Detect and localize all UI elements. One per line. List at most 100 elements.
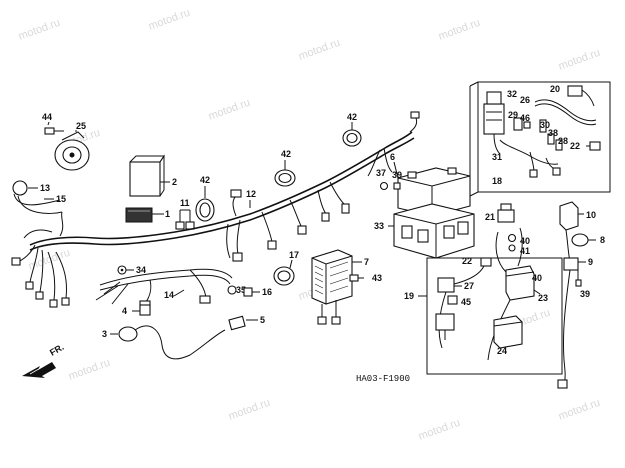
- callout-16: 16: [262, 287, 272, 297]
- fuse-22-upper: [586, 141, 601, 151]
- callout-44: 44: [42, 112, 52, 122]
- connector-5: [228, 315, 246, 331]
- direction-label: FR.: [48, 342, 66, 358]
- callout-30: 30: [540, 120, 550, 130]
- connector-27: [437, 265, 485, 349]
- fuse-38: [547, 133, 555, 145]
- switch-3: [118, 325, 226, 360]
- callout-5: 5: [260, 315, 265, 325]
- callout-46: 46: [520, 113, 530, 123]
- watermark: motod.ru: [207, 97, 252, 123]
- callout-13: 13: [40, 183, 50, 193]
- grommet-45: [447, 295, 458, 305]
- callout-24: 24: [497, 346, 507, 356]
- callout-15: 15: [56, 194, 66, 204]
- clamp-42-left: [195, 198, 215, 222]
- washer-40-upper: [507, 233, 517, 243]
- sub-harness-14: [95, 268, 233, 309]
- callout-42c: 42: [347, 112, 357, 122]
- relay-cover-24: [493, 315, 523, 349]
- bolt-46: [523, 121, 531, 129]
- horn-bolt: [44, 127, 64, 135]
- watermark: motod.ru: [297, 37, 342, 63]
- callout-37: 37: [376, 168, 386, 178]
- module-1: [125, 207, 153, 223]
- callout-9: 9: [588, 257, 593, 267]
- relay-21: [497, 203, 515, 223]
- callout-22a: 22: [570, 141, 580, 151]
- callout-6: 6: [390, 152, 395, 162]
- diagram-code: HA03-F1900: [356, 374, 410, 384]
- horn: [54, 131, 90, 171]
- battery-6: [397, 167, 471, 217]
- callout-39b: 39: [580, 289, 590, 299]
- box-19: [426, 257, 563, 375]
- callout-26: 26: [520, 95, 530, 105]
- watermark: motod.ru: [557, 47, 602, 73]
- callout-7: 7: [364, 257, 369, 267]
- washer-41: [508, 244, 516, 252]
- callout-35: 35: [236, 285, 246, 295]
- sensor-bracket: [557, 201, 589, 389]
- bolt-43: [349, 274, 364, 282]
- clamp-42-center: [274, 169, 296, 187]
- callout-20: 20: [550, 84, 560, 94]
- callout-42a: 42: [200, 175, 210, 185]
- callout-45: 45: [461, 297, 471, 307]
- watermark: motod.ru: [557, 397, 602, 423]
- connectors-11: [175, 209, 195, 230]
- callout-21: 21: [485, 212, 495, 222]
- main-wire-harness: [11, 111, 420, 308]
- callout-25: 25: [76, 121, 86, 131]
- callout-40b: 40: [532, 273, 542, 283]
- relay-cover-small: [435, 313, 455, 340]
- relay-box-2: [129, 154, 165, 197]
- watermark-layer: motod.ru motod.ru motod.ru motod.ru moto…: [17, 7, 602, 443]
- callout-33: 33: [374, 221, 384, 231]
- callout-34: 34: [136, 265, 146, 275]
- callout-14: 14: [164, 290, 174, 300]
- connector-16: [243, 287, 253, 297]
- callout-17: 17: [289, 250, 299, 260]
- washer-37: [379, 181, 389, 191]
- callout-27: 27: [464, 281, 474, 291]
- watermark: motod.ru: [147, 7, 192, 33]
- callout-23: 23: [538, 293, 548, 303]
- connector-4: [139, 304, 151, 316]
- harness-31: [499, 139, 561, 178]
- terminal-29: [513, 117, 523, 131]
- box-18: [469, 81, 611, 197]
- callout-22b: 22: [462, 256, 472, 266]
- watermark: motod.ru: [17, 17, 62, 43]
- callout-29: 29: [508, 110, 518, 120]
- callout-42b: 42: [281, 149, 291, 159]
- clamp-17: [273, 266, 295, 286]
- callout-19: 19: [404, 291, 414, 301]
- callout-18: 18: [492, 176, 502, 186]
- watermark: motod.ru: [67, 357, 112, 383]
- callout-4: 4: [122, 306, 127, 316]
- callout-3: 3: [102, 329, 107, 339]
- callout-43: 43: [372, 273, 382, 283]
- fuse-28: [555, 139, 563, 151]
- callout-12: 12: [246, 189, 256, 199]
- clamp-42-right: [342, 129, 362, 147]
- fuse-30: [539, 119, 547, 133]
- callout-2: 2: [172, 177, 177, 187]
- front-direction-arrow: [22, 362, 56, 378]
- callout-8: 8: [600, 235, 605, 245]
- callout-1: 1: [165, 209, 170, 219]
- callout-31: 31: [492, 152, 502, 162]
- switch-13: [12, 180, 63, 214]
- callout-41: 41: [520, 246, 530, 256]
- callout-40a: 40: [520, 236, 530, 246]
- watermark: motod.ru: [437, 17, 482, 43]
- fuse-box-32: [483, 91, 505, 155]
- callout-11: 11: [180, 198, 190, 208]
- callout-39a: 39: [392, 170, 402, 180]
- watermark: motod.ru: [227, 397, 272, 423]
- nut-34: [117, 265, 127, 275]
- starter-cable-20: [534, 85, 597, 126]
